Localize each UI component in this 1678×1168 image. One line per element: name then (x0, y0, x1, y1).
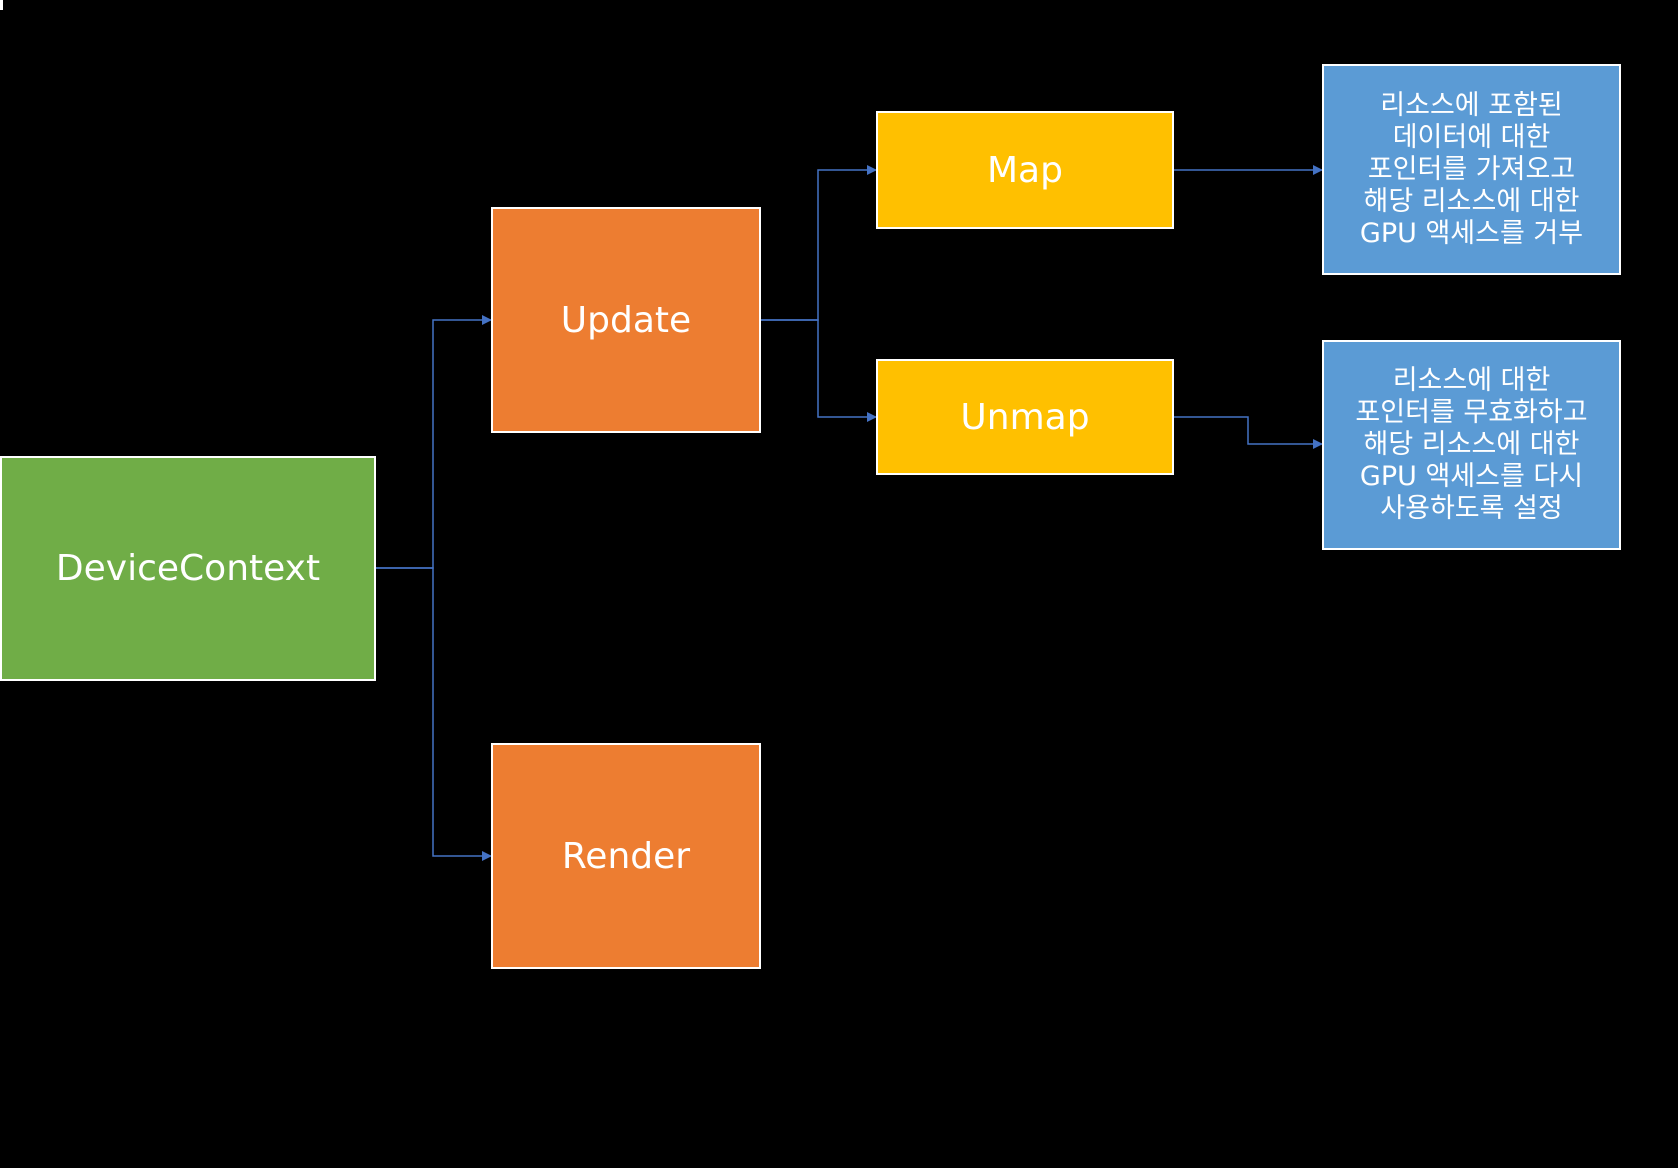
edge-unmap-note (1174, 416, 1323, 449)
corner-mark (0, 0, 3, 10)
unmap-label: Unmap (960, 396, 1090, 438)
map-label: Map (987, 149, 1063, 191)
map-description-note: 리소스에 포함된 데이터에 대한 포인터를 가져오고 해당 리소스에 대한 GP… (1322, 64, 1621, 275)
update-node: Update (491, 207, 761, 433)
map-node: Map (876, 111, 1174, 229)
unmap-node: Unmap (876, 359, 1174, 475)
edge-update-map (761, 165, 877, 321)
edge-update-unmap (761, 319, 877, 422)
edge-devicecontext-update (376, 315, 492, 569)
render-node: Render (491, 743, 761, 969)
render-label: Render (561, 835, 691, 877)
edge-devicecontext-render (376, 567, 492, 861)
devicecontext-label: DeviceContext (55, 548, 321, 589)
devicecontext-node: DeviceContext (0, 456, 376, 681)
unmap-description-text: 리소스에 대한 포인터를 무효화하고 해당 리소스에 대한 GPU 액세스를 다… (1355, 365, 1588, 524)
unmap-description-note: 리소스에 대한 포인터를 무효화하고 해당 리소스에 대한 GPU 액세스를 다… (1322, 340, 1621, 550)
map-description-text: 리소스에 포함된 데이터에 대한 포인터를 가져오고 해당 리소스에 대한 GP… (1359, 89, 1584, 249)
update-label: Update (560, 299, 692, 341)
